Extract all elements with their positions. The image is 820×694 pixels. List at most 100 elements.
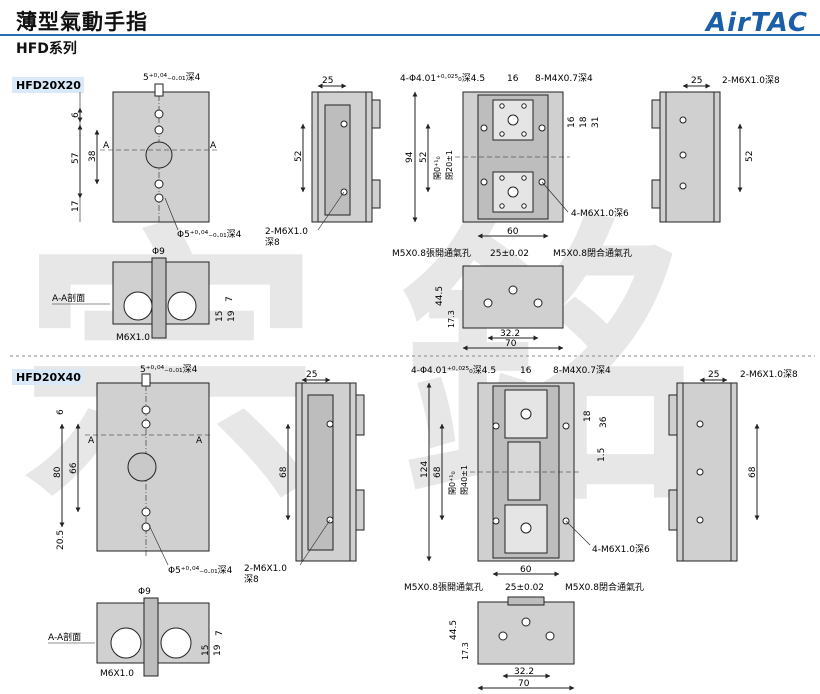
svg-text:1.5: 1.5 — [597, 448, 607, 462]
svg-text:32.2: 32.2 — [500, 329, 520, 339]
front-view: A A 5⁺⁰·⁰⁴₋₀.₀₁深4 6 80 66 20.5 Φ5⁺⁰·⁰⁴₋₀… — [53, 364, 233, 576]
svg-text:25: 25 — [708, 370, 719, 380]
svg-text:A: A — [88, 436, 95, 446]
top-view: 4-Φ4.01⁺⁰·⁰²⁵₀深4.5 16 8-M4X0.7深4 124 68 … — [411, 365, 650, 577]
model-badge-label: HFD20X40 — [16, 371, 81, 384]
svg-text:A: A — [210, 141, 217, 151]
header-rule — [0, 34, 820, 36]
svg-text:M6X1.0: M6X1.0 — [100, 669, 134, 679]
svg-text:36: 36 — [599, 416, 609, 428]
svg-text:15: 15 — [201, 645, 211, 656]
svg-text:44.5: 44.5 — [449, 620, 459, 640]
svg-text:Φ5⁺⁰·⁰⁴₋₀.₀₁深4: Φ5⁺⁰·⁰⁴₋₀.₀₁深4 — [168, 565, 233, 576]
svg-text:19: 19 — [227, 310, 237, 322]
svg-text:94: 94 — [405, 151, 415, 163]
side-view: 25 68 2-M6X1.0 深8 — [244, 370, 365, 585]
front-bottom-hole-callout: Φ5⁺⁰·⁰⁴₋₀.₀₁深4 — [177, 229, 242, 240]
front-view: A A 6 38 57 17 5⁺⁰·⁰⁴₋₀.₀₁深4 Φ5⁺⁰·⁰⁴₋₀.₀… — [71, 72, 242, 240]
svg-text:60: 60 — [520, 565, 532, 575]
svg-text:17.3: 17.3 — [461, 642, 470, 660]
front-top-hole-callout: 5⁺⁰·⁰⁴₋₀.₀₁深4 — [143, 72, 201, 83]
top-view: 4-Φ4.01⁺⁰·⁰²⁵₀深4.5 16 8-M4X0.7深4 94 52 開… — [400, 73, 629, 239]
svg-text:31: 31 — [591, 117, 601, 128]
svg-text:4-M6X1.0深6: 4-M6X1.0深6 — [571, 208, 629, 219]
svg-text:7: 7 — [215, 630, 225, 636]
svg-text:32.2: 32.2 — [514, 667, 534, 677]
svg-text:2-M6X1.0深8: 2-M6X1.0深8 — [740, 369, 798, 380]
svg-text:8-M4X0.7深4: 8-M4X0.7深4 — [535, 73, 593, 84]
svg-text:18: 18 — [583, 410, 593, 422]
svg-text:5⁺⁰·⁰⁴₋₀.₀₁深4: 5⁺⁰·⁰⁴₋₀.₀₁深4 — [140, 364, 198, 375]
svg-text:8-M4X0.7深4: 8-M4X0.7深4 — [553, 365, 611, 376]
svg-text:25: 25 — [306, 370, 317, 380]
svg-text:38: 38 — [88, 150, 98, 162]
svg-text:4-M6X1.0深6: 4-M6X1.0深6 — [592, 544, 650, 555]
svg-text:16: 16 — [520, 366, 532, 376]
svg-text:70: 70 — [518, 679, 530, 689]
svg-text:Φ9: Φ9 — [152, 247, 165, 257]
svg-text:70: 70 — [505, 339, 517, 349]
bottom-view: M5X0.8張開通氣孔 25±0.02 M5X0.8閉合通氣孔 44.5 17.… — [404, 581, 644, 691]
svg-text:52: 52 — [419, 152, 429, 163]
svg-text:A: A — [103, 141, 110, 151]
svg-text:18: 18 — [579, 116, 589, 128]
svg-text:閉20±1: 閉20±1 — [445, 150, 454, 180]
svg-text:52: 52 — [294, 151, 304, 162]
series-title: HFD系列 — [16, 41, 77, 57]
svg-text:66: 66 — [69, 462, 79, 474]
section-aa: Φ9 A-A剖面 7 15 19 M6X1.0 — [48, 587, 225, 679]
svg-text:深8: 深8 — [244, 574, 259, 585]
svg-text:17.3: 17.3 — [447, 310, 456, 328]
svg-text:19: 19 — [213, 644, 223, 656]
bottom-view: M5X0.8張開通氣孔 25±0.02 M5X0.8閉合通氣孔 44.5 17.… — [392, 247, 632, 351]
svg-text:M5X0.8張開通氣孔: M5X0.8張開通氣孔 — [404, 581, 483, 593]
svg-text:2-M6X1.0: 2-M6X1.0 — [265, 227, 308, 237]
center-port — [145, 141, 173, 169]
svg-text:44.5: 44.5 — [435, 286, 445, 306]
svg-text:52: 52 — [745, 151, 755, 162]
svg-text:A-A剖面: A-A剖面 — [48, 631, 81, 643]
svg-text:68: 68 — [279, 466, 289, 478]
brand-logo: AirTAC — [706, 8, 808, 38]
svg-text:25±0.02: 25±0.02 — [505, 583, 544, 593]
svg-text:Φ9: Φ9 — [138, 587, 151, 597]
svg-text:25: 25 — [322, 76, 333, 86]
svg-text:7: 7 — [225, 296, 235, 302]
svg-text:16: 16 — [507, 74, 519, 84]
svg-text:4-Φ4.01⁺⁰·⁰²⁵₀深4.5: 4-Φ4.01⁺⁰·⁰²⁵₀深4.5 — [411, 365, 496, 376]
svg-text:2-M6X1.0: 2-M6X1.0 — [244, 564, 287, 574]
svg-text:4-Φ4.01⁺⁰·⁰²⁵₀深4.5: 4-Φ4.01⁺⁰·⁰²⁵₀深4.5 — [400, 73, 485, 84]
section-aa: Φ9 A-A剖面 7 15 19 M6X1.0 — [52, 247, 237, 343]
svg-text:124: 124 — [420, 461, 430, 478]
svg-text:6: 6 — [71, 112, 81, 118]
svg-text:閉40±1: 閉40±1 — [460, 465, 469, 495]
model-badge-label: HFD20X20 — [16, 79, 81, 92]
svg-text:M5X0.8閉合通氣孔: M5X0.8閉合通氣孔 — [553, 247, 632, 259]
svg-text:20.5: 20.5 — [56, 530, 66, 550]
model-hfd20x40: HFD20X40 A A 5⁺⁰·⁰⁴₋₀.₀₁深4 6 80 66 20.5 … — [12, 364, 798, 691]
svg-text:25: 25 — [691, 76, 702, 86]
svg-text:57: 57 — [71, 153, 81, 164]
right-side-view: 25 2-M6X1.0深8 52 — [651, 75, 780, 223]
svg-text:16: 16 — [567, 116, 577, 128]
svg-text:68: 68 — [748, 466, 758, 478]
svg-text:6: 6 — [56, 409, 66, 415]
svg-text:深8: 深8 — [265, 237, 280, 248]
svg-text:80: 80 — [53, 466, 63, 478]
locating-hole — [154, 109, 164, 119]
model-badge — [12, 77, 84, 93]
right-side-view: 25 2-M6X1.0深8 68 — [668, 369, 798, 562]
svg-text:A-A剖面: A-A剖面 — [52, 292, 85, 304]
svg-text:17: 17 — [71, 201, 81, 212]
svg-text:60: 60 — [507, 227, 519, 237]
model-badge — [12, 369, 84, 385]
svg-text:開0⁺¹₀: 開0⁺¹₀ — [433, 156, 442, 180]
svg-text:開0⁺¹₀: 開0⁺¹₀ — [448, 471, 457, 495]
side-view: 25 52 2-M6X1.0 深8 — [265, 76, 381, 248]
model-hfd20x20: HFD20X20 A A 6 38 57 17 5⁺⁰·⁰⁴₋₀.₀₁深4 — [12, 72, 780, 351]
svg-text:M6X1.0: M6X1.0 — [116, 333, 150, 343]
page-title: 薄型氣動手指 — [16, 10, 148, 34]
svg-text:25±0.02: 25±0.02 — [490, 249, 529, 259]
svg-text:A: A — [196, 436, 203, 446]
